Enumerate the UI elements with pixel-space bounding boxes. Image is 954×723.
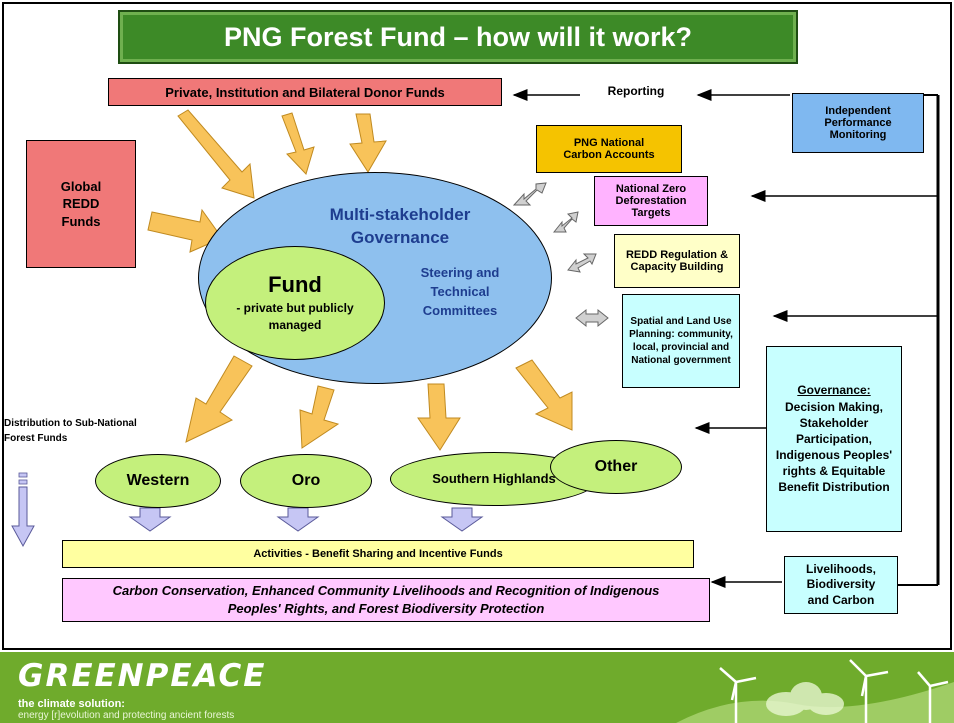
activities-box: Activities - Benefit Sharing and Incenti… [62, 540, 694, 568]
redd-regulation-box: REDD Regulation & Capacity Building [614, 234, 740, 288]
steering-label: Steering and Technical Committees [420, 265, 500, 318]
outflow-arrow-western [185, 355, 253, 443]
governance-info-body: Decision Making, Stakeholder Participati… [775, 399, 893, 495]
region-oro: Oro [240, 454, 372, 508]
fund-ellipse: Fund - private but publicly managed [205, 246, 385, 360]
distribution-down-arrow [11, 472, 35, 548]
governance-info-box: Governance: Decision Making, Stakeholder… [766, 346, 902, 532]
double-arrow-3 [567, 253, 597, 273]
footer-tagline: the climate solution: [18, 698, 125, 710]
global-redd-funds-box: Global REDD Funds [26, 140, 136, 268]
fund-title: Fund [268, 272, 322, 298]
down-arrow-oro [276, 507, 320, 532]
inflow-arrow-2 [281, 112, 315, 175]
inflow-arrow-3 [349, 113, 387, 173]
outflow-arrow-southern [417, 383, 461, 451]
down-arrow-western [128, 507, 172, 532]
carbon-accounts-box: PNG National Carbon Accounts [536, 125, 682, 173]
double-arrow-1 [512, 182, 547, 206]
region-other: Other [550, 440, 682, 494]
spatial-planning-box: Spatial and Land Use Planning: community… [622, 294, 740, 388]
footer-subline: energy [r]evolution and protecting ancie… [18, 710, 235, 721]
slide-title: PNG Forest Fund – how will it work? [118, 10, 798, 64]
double-arrow-4 [575, 308, 609, 328]
wind-turbines-illustration [676, 659, 954, 723]
footer-bar: GREENPEACE the climate solution: energy … [0, 652, 954, 723]
fund-subtitle: - private but publicly managed [236, 301, 354, 332]
down-arrow-southern [440, 507, 484, 532]
independent-monitoring-box: Independent Performance Monitoring [792, 93, 924, 153]
connector-layer [11, 89, 940, 588]
greenpeace-logo: GREENPEACE [18, 658, 267, 694]
distribution-label: Distribution to Sub-National Forest Fund… [4, 418, 137, 444]
governance-info-heading: Governance: [797, 383, 871, 398]
zero-deforestation-box: National Zero Deforestation Targets [594, 176, 708, 226]
slide-frame [2, 2, 952, 650]
inflow-arrow-1 [177, 109, 255, 199]
governance-heading: Multi-stakeholder Governance [329, 205, 471, 247]
outcomes-box: Carbon Conservation, Enhanced Community … [62, 578, 710, 622]
donor-funds-box: Private, Institution and Bilateral Donor… [108, 78, 502, 106]
livelihoods-box: Livelihoods, Biodiversity and Carbon [784, 556, 898, 614]
outflow-arrow-oro [299, 385, 340, 449]
outflow-arrow-other [515, 359, 573, 431]
reporting-label: Reporting [607, 84, 665, 98]
double-arrow-2 [552, 211, 579, 233]
region-western: Western [95, 454, 221, 508]
